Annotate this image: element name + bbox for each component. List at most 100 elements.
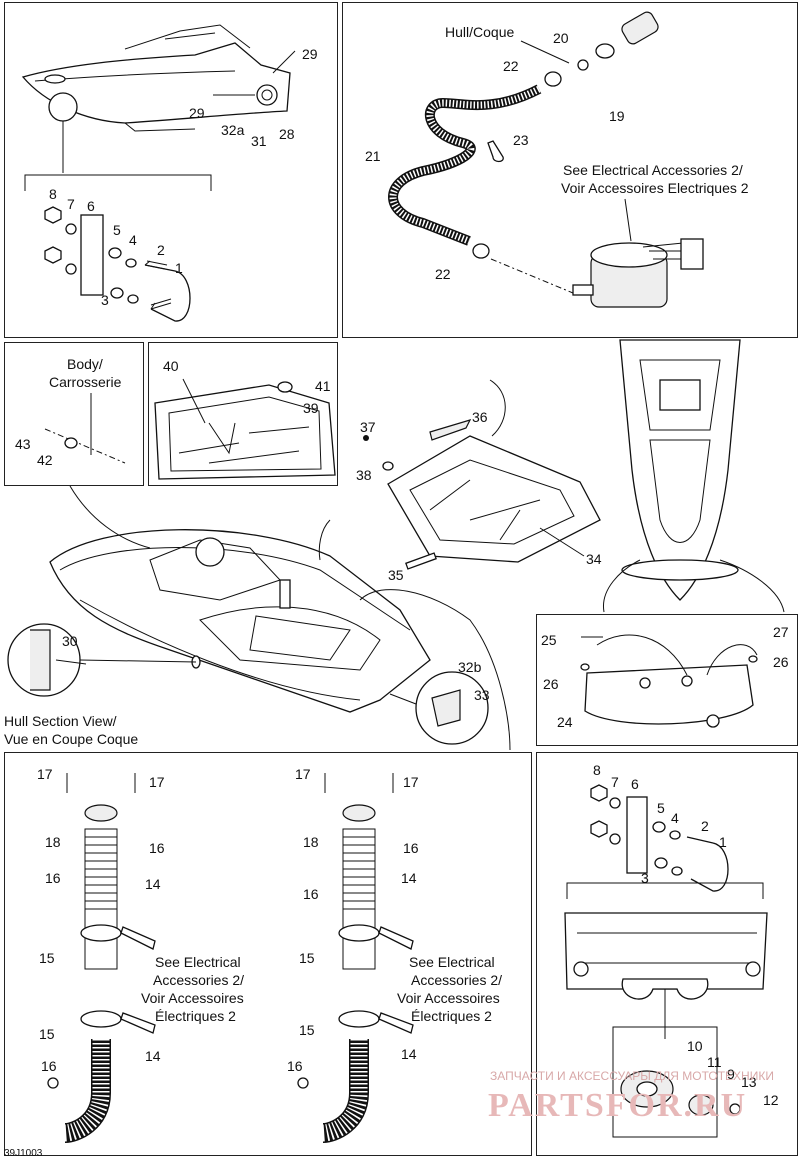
callout-drain-6: 6: [631, 776, 639, 792]
callout-15a: 15: [39, 950, 55, 966]
callout-drain-8: 8: [593, 762, 601, 778]
panel-bilge-pump: Hull/Coque See Electrical Accessories 2/…: [342, 2, 798, 338]
callout-15b: 15: [39, 1026, 55, 1042]
callout-19: 19: [609, 108, 625, 124]
callout-29a: 29: [302, 46, 318, 62]
callout-17a: 17: [37, 766, 53, 782]
body-label-fr: Carrosserie: [49, 374, 122, 390]
panel-body-section: Body/ Carrosserie 43 42: [4, 342, 144, 486]
callout-drain-13: 13: [741, 1074, 757, 1090]
vent-left-note-2: Accessories 2/: [153, 972, 244, 988]
callout-34: 34: [586, 551, 602, 567]
hull-label: Hull/Coque: [445, 24, 514, 40]
callout-drain-7: 7: [611, 774, 619, 790]
callout-39: 39: [303, 400, 319, 416]
callout-drain-3: 3: [641, 870, 649, 886]
callout-18: 18: [45, 834, 61, 850]
callout-14d: 14: [401, 1046, 417, 1062]
callout-drain-11: 11: [707, 1054, 722, 1070]
callout-8: 8: [49, 186, 57, 202]
callout-38: 38: [356, 467, 372, 483]
callout-29b: 29: [189, 105, 205, 121]
callout-20: 20: [553, 30, 569, 46]
callout-16e: 16: [303, 886, 319, 902]
callout-31: 31: [251, 133, 267, 149]
callout-42: 42: [37, 452, 53, 468]
callout-16d: 16: [403, 840, 419, 856]
callout-14a: 14: [145, 876, 161, 892]
vent-right-note-3: Voir Accessoires: [397, 990, 500, 1006]
vent-right-note-4: Électriques 2: [411, 1008, 492, 1024]
bilge-drawing: Hull/Coque See Electrical Accessories 2/…: [365, 11, 749, 308]
callout-1: 1: [175, 260, 183, 276]
stern-drawing: 29 29 32a 31 28 8 7 6 5 4 2 1 3: [21, 24, 318, 322]
callout-14c: 14: [401, 870, 417, 886]
callout-drain-2: 2: [701, 818, 709, 834]
callout-26a: 26: [543, 676, 559, 692]
callout-7: 7: [67, 196, 75, 212]
callout-15c: 15: [299, 950, 315, 966]
vent-right-note-1: See Electrical: [409, 954, 495, 970]
body-label: Body/: [67, 356, 103, 372]
callout-16b: 16: [45, 870, 61, 886]
callout-drain-12: 12: [763, 1092, 779, 1108]
callout-3: 3: [101, 292, 109, 308]
callout-16a: 16: [149, 840, 165, 856]
callout-2: 2: [157, 242, 165, 258]
drain-drawing: 8 7 6 5 4 2 1 3 10 11 9 13 12: [564, 762, 779, 1138]
callout-41: 41: [315, 378, 331, 394]
vent-left-note-4: Électriques 2: [155, 1008, 236, 1024]
callout-drain-4: 4: [671, 810, 679, 826]
callout-6: 6: [87, 198, 95, 214]
callout-36: 36: [472, 409, 488, 425]
callout-17b: 17: [149, 774, 165, 790]
callout-drain-1: 1: [719, 834, 727, 850]
callout-32a: 32a: [221, 122, 245, 138]
body-drawing: Body/ Carrosserie 43 42: [15, 356, 126, 468]
vent-left-note-1: See Electrical: [155, 954, 241, 970]
vent-drawing: 17 17 18 16 16 14 15 15 16 14 See Electr…: [37, 766, 502, 1143]
hull-section-label-fr: Vue en Coupe Coque: [4, 731, 138, 747]
callout-17d: 17: [403, 774, 419, 790]
callout-22b: 22: [435, 266, 451, 282]
panel-drain-plug: 8 7 6 5 4 2 1 3 10 11 9 13 12: [536, 752, 798, 1156]
callout-5: 5: [113, 222, 121, 238]
callout-15d: 15: [299, 1022, 315, 1038]
callout-4: 4: [129, 232, 137, 248]
callout-26b: 26: [773, 654, 789, 670]
callout-22a: 22: [503, 58, 519, 74]
callout-drain-9: 9: [727, 1066, 735, 1082]
callout-30: 30: [62, 633, 78, 649]
callout-33: 33: [474, 687, 490, 703]
callout-16c: 16: [41, 1058, 57, 1074]
callout-drain-10: 10: [687, 1038, 703, 1054]
vent-left-note-3: Voir Accessoires: [141, 990, 244, 1006]
panel-stern-fasteners: 29 29 32a 31 28 8 7 6 5 4 2 1 3: [4, 2, 338, 338]
see-electrical-note-fr: Voir Accessoires Electriques 2: [561, 180, 749, 196]
callout-27: 27: [773, 624, 789, 640]
hull-section-label: Hull Section View/: [4, 713, 117, 729]
callout-16f: 16: [287, 1058, 303, 1074]
vent-right-note-2: Accessories 2/: [411, 972, 502, 988]
vent-assembly-left: 17 17 18 16 16 14 15 15 16 14 See Electr…: [37, 766, 244, 1143]
callout-24: 24: [557, 714, 573, 730]
callout-18b: 18: [303, 834, 319, 850]
callout-17c: 17: [295, 766, 311, 782]
callout-14b: 14: [145, 1048, 161, 1064]
see-electrical-note: See Electrical Accessories 2/: [563, 162, 743, 178]
vent-assembly-right: 17 17 18 16 16 14 15 15 16 14 See Electr…: [287, 766, 502, 1143]
panel-ventilation: 17 17 18 16 16 14 15 15 16 14 See Electr…: [4, 752, 532, 1156]
cover-drawing: 25 27 26 26 24: [541, 624, 789, 730]
callout-43: 43: [15, 436, 31, 452]
seat-base-drawing: 40 41 39: [154, 358, 336, 480]
panel-seat-base: 40 41 39: [148, 342, 338, 486]
callout-32b: 32b: [458, 659, 482, 675]
callout-23: 23: [513, 132, 529, 148]
panel-engine-cover: 25 27 26 26 24: [536, 614, 798, 746]
callout-28: 28: [279, 126, 295, 142]
callout-25: 25: [541, 632, 557, 648]
callout-35: 35: [388, 567, 404, 583]
callout-drain-5: 5: [657, 800, 665, 816]
callout-40: 40: [163, 358, 179, 374]
callout-37: 37: [360, 419, 376, 435]
